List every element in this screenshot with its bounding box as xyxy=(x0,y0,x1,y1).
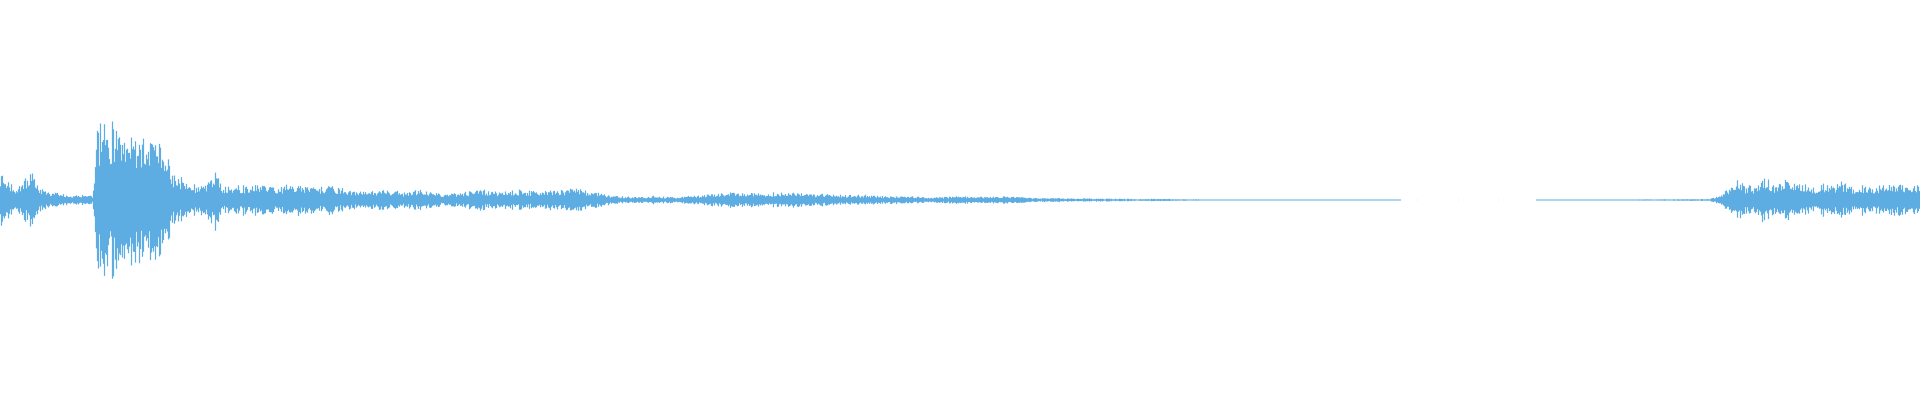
waveform-path xyxy=(0,121,1920,279)
